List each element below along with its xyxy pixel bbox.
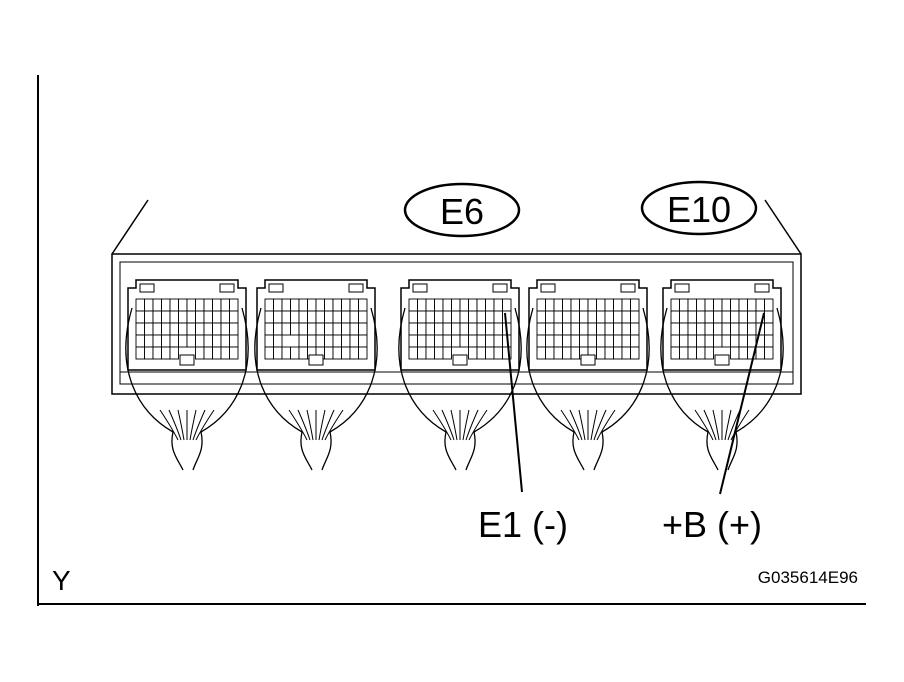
- e6-connector-label: E6: [440, 191, 484, 232]
- connector-block: [528, 279, 648, 371]
- connector-block: [127, 279, 247, 371]
- wire-harness: [526, 307, 650, 471]
- connector-block: [662, 279, 782, 371]
- wire-harness: [254, 307, 378, 471]
- frame-bottom-border: [37, 603, 866, 605]
- connector-callout-e10: E10: [640, 180, 758, 236]
- view-label: Y: [52, 565, 71, 596]
- wire-harness: [398, 307, 522, 471]
- e1-leader-line: [504, 312, 523, 493]
- e1-terminal-label: E1 (-): [478, 504, 568, 545]
- ecu-housing: [111, 199, 802, 395]
- e10-connector-label: E10: [667, 189, 731, 230]
- figure-code: G035614E96: [758, 568, 858, 587]
- wire-harness: [660, 307, 784, 471]
- e10-callout-oval: [640, 180, 758, 236]
- wire-harnesses: [125, 307, 784, 471]
- connector-callout-e6: E6: [403, 182, 521, 238]
- b-plus-leader-line: [719, 312, 765, 495]
- e6-callout-oval: [403, 182, 521, 238]
- connector-block: [400, 279, 520, 371]
- connector-blocks: [127, 279, 782, 371]
- wire-harness: [125, 307, 249, 471]
- frame-left-border: [37, 75, 39, 606]
- b-plus-terminal-label: +B (+): [662, 504, 762, 545]
- connector-block: [256, 279, 376, 371]
